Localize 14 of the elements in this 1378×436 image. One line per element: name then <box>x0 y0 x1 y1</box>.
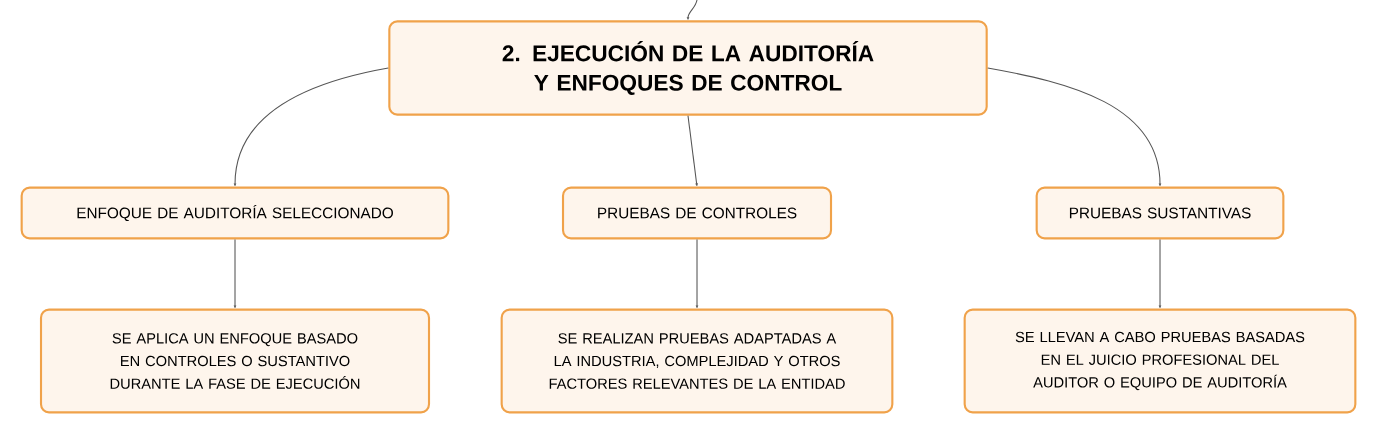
arrow <box>686 0 698 20</box>
detail-box: SE REALIZAN PRUEBAS ADAPTADAS A LA INDUSTRIA, COMPLEJIDAD Y OTROS FACTORES RELEVANTES DE LA ENTIDAD <box>500 308 894 414</box>
topic-box: 2. EJECUCIÓN DE LA AUDITORÍA Y ENFOQUES DE CONTROL <box>388 20 988 116</box>
detail-box: SE APLICA UN ENFOQUE BASADO EN CONTROLES O SUSTANTIVO DURANTE LA FASE DE EJECUCIÓN <box>39 308 431 414</box>
arrow <box>233 238 237 309</box>
arrow <box>687 115 698 187</box>
subtopic-box: PRUEBAS DE CONTROLES <box>561 186 833 240</box>
arrow <box>1158 238 1162 309</box>
arrow <box>695 238 699 309</box>
arrow <box>233 67 389 187</box>
detail-box: SE LLEVAN A CABO PRUEBAS BASADAS EN EL JUICIO PROFESIONAL DEL AUDITOR O EQUIPO DE AUDITORÍA <box>963 308 1357 414</box>
subtopic-box: ENFOQUE DE AUDITORÍA SELECCIONADO <box>20 186 450 240</box>
arrow <box>987 67 1162 187</box>
subtopic-box: PRUEBAS SUSTANTIVAS <box>1035 186 1285 240</box>
